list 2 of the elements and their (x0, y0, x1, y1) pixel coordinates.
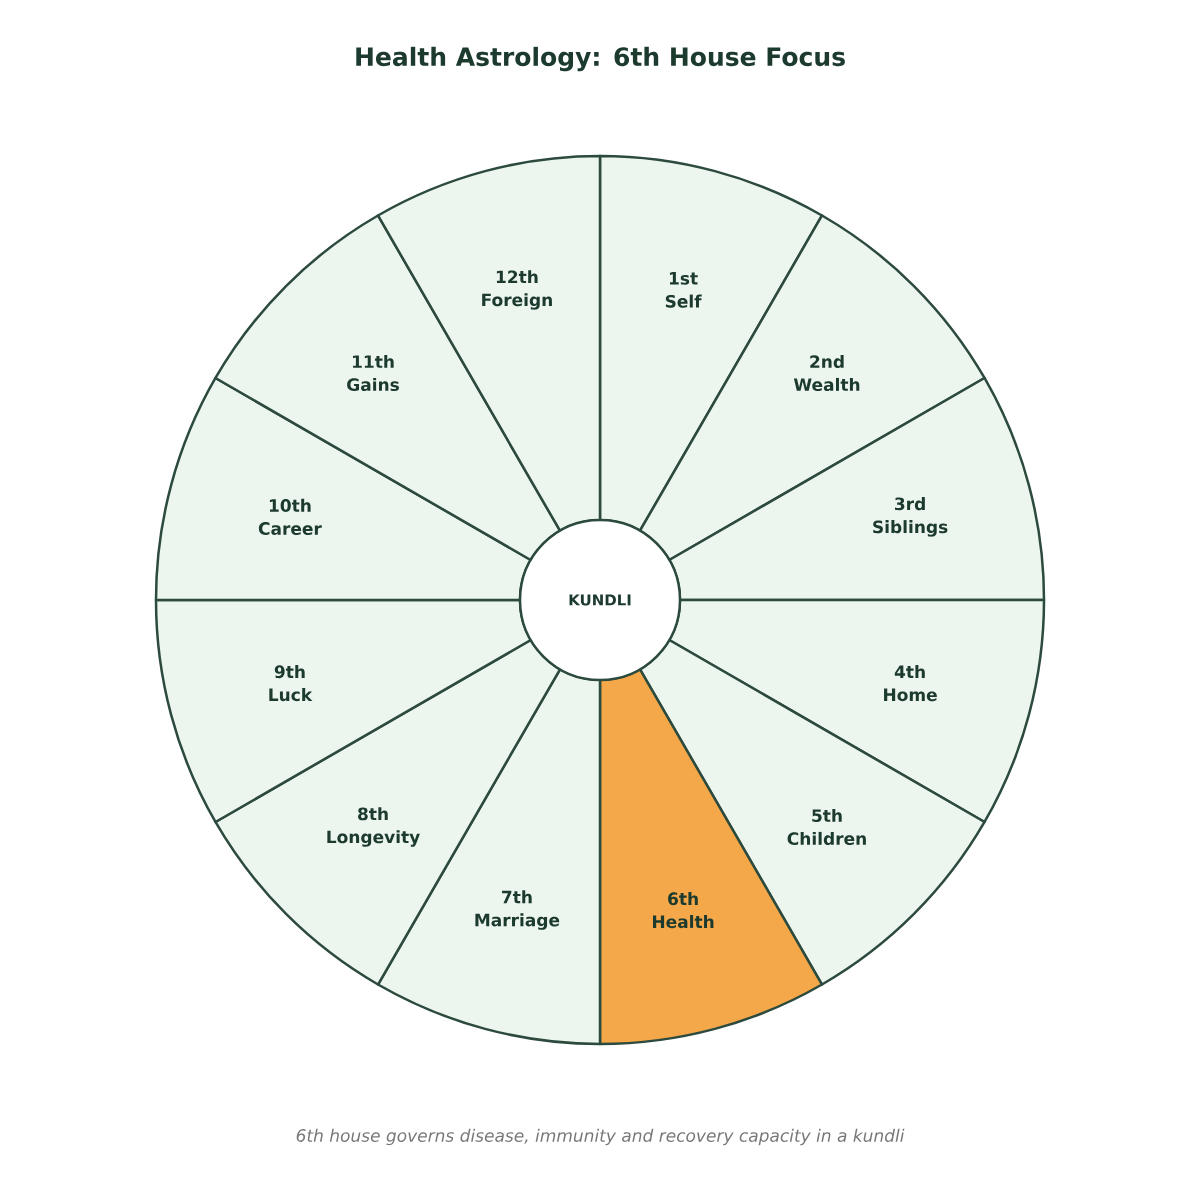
caption: 6th house governs disease, immunity and recovery capacity in a kundli (296, 1128, 905, 1146)
title: Health Astrology: 6th House Focus (356, 46, 845, 72)
